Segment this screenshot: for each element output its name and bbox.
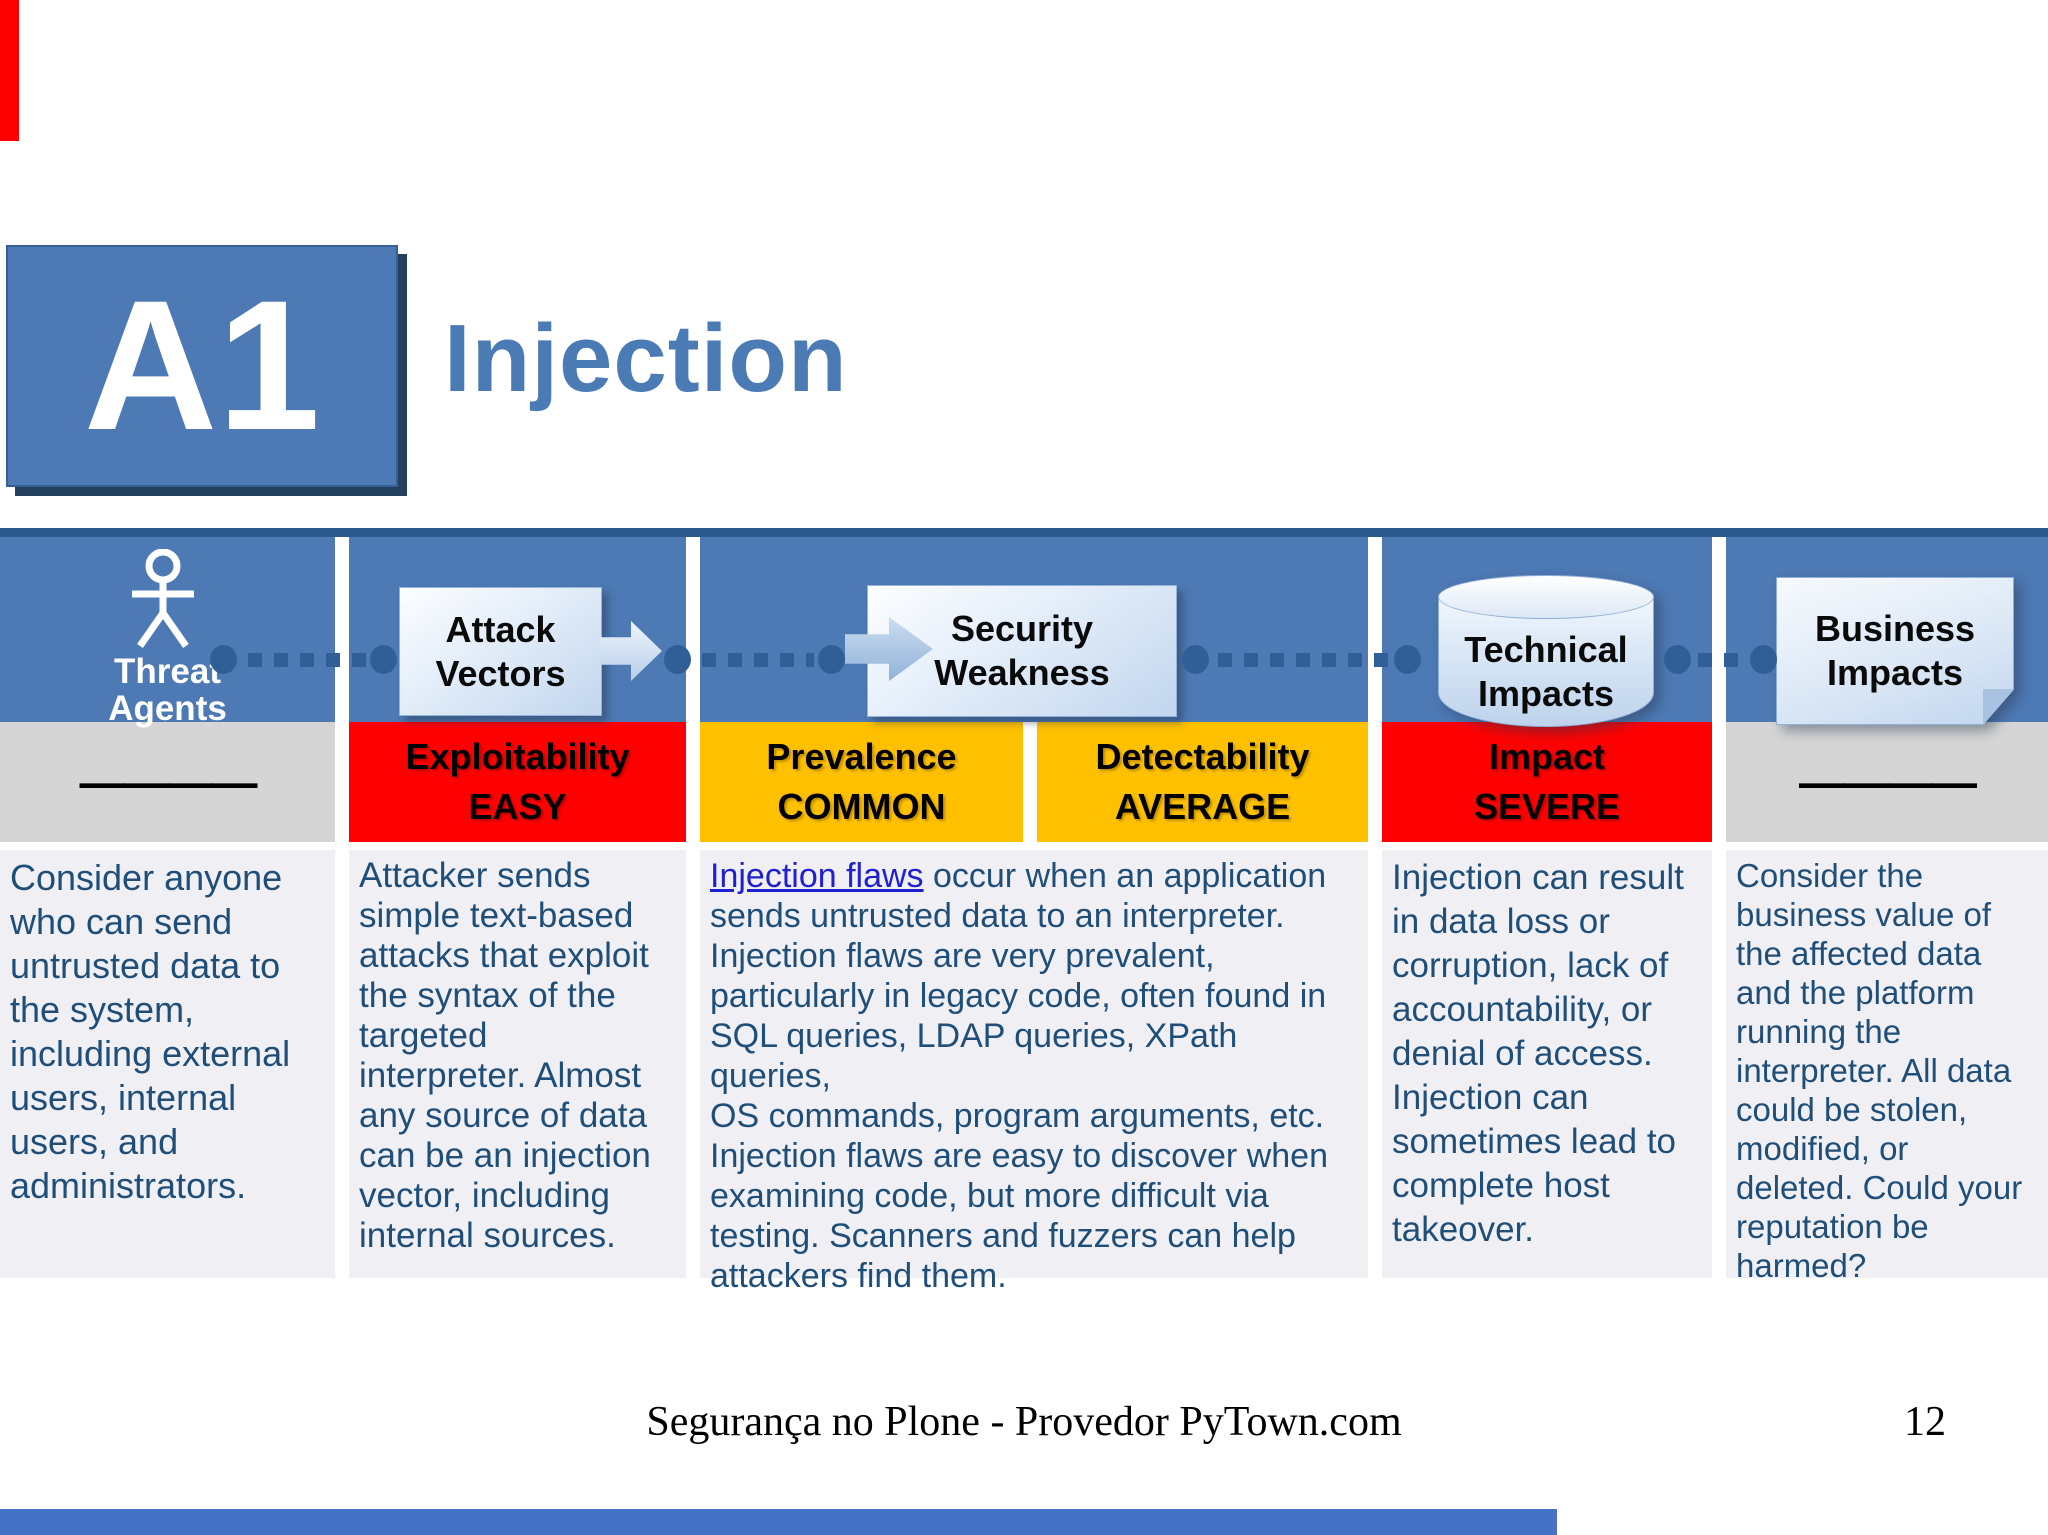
injection-flaws-link[interactable]: Injection flaws <box>710 857 924 895</box>
technical-impacts-label: Technical Impacts <box>1438 595 1654 727</box>
rating-divider <box>1023 722 1037 842</box>
business-impacts-header: Business Impacts <box>1726 537 2048 725</box>
attack-vectors-shape: Attack Vectors <box>399 587 602 716</box>
page-number: 12 <box>1904 1399 1946 1445</box>
security-weakness-description-text: occur when an application sends untruste… <box>710 857 1328 1295</box>
flow-arrow-right-icon <box>600 621 662 681</box>
rating-placeholder-dash: ———— <box>79 756 258 808</box>
connector-dot <box>370 645 397 674</box>
left-edge-red-bar <box>0 0 19 141</box>
prevalence-label: Prevalence <box>766 736 957 777</box>
threat-agents-rating-cell: ———— <box>0 722 335 842</box>
note-shape: Business Impacts <box>1776 577 2014 725</box>
threat-agents-header: Threat Agents <box>0 537 335 727</box>
column-threat-agents: Threat Agents ———— Consider anyone who c… <box>0 537 335 1280</box>
technical-impacts-description: Injection can result in data loss or cor… <box>1382 850 1712 1278</box>
prevalence-value: COMMON <box>777 786 946 827</box>
attack-vectors-header: Attack Vectors <box>349 537 686 722</box>
connector-dot <box>664 645 691 674</box>
impact-rating-cell: Impact SEVERE <box>1382 722 1712 842</box>
table-top-border <box>0 528 2048 537</box>
detectability-value: AVERAGE <box>1114 786 1291 827</box>
connector-dot <box>1394 645 1421 674</box>
bottom-edge-blue-bar <box>0 1509 1557 1535</box>
security-weakness-rating-row: Prevalence COMMON Detectability AVERAGE <box>700 722 1368 842</box>
risk-id-box: A1 <box>6 245 398 487</box>
connector-dot <box>1664 645 1691 674</box>
impact-label: Impact <box>1488 736 1606 777</box>
technical-impacts-header: Technical Impacts <box>1382 537 1712 727</box>
prevalence-rating-cell: Prevalence COMMON <box>700 722 1023 842</box>
column-security-weakness: Security Weakness Prevalence COMMON Dete… <box>700 537 1368 1295</box>
cylinder-top-ellipse <box>1438 575 1654 619</box>
risk-id-label: A1 <box>83 262 321 469</box>
detectability-label: Detectability <box>1095 736 1310 777</box>
connector-dashes <box>702 653 814 667</box>
connector-dot <box>210 645 237 674</box>
connector-dashes <box>248 653 366 667</box>
threat-agents-label: Threat Agents <box>108 652 227 728</box>
page-title: Injection <box>444 305 848 412</box>
exploitability-value: EASY <box>468 786 567 827</box>
connector-dot <box>1182 645 1209 674</box>
footer-text: Segurança no Plone - Provedor PyTown.com <box>646 1399 1402 1445</box>
rating-placeholder-dash: ———— <box>1799 756 1977 808</box>
detectability-rating-cell: Detectability AVERAGE <box>1037 722 1368 842</box>
security-weakness-description: Injection flaws occur when an applicatio… <box>700 850 1368 1295</box>
connector-dashes <box>1218 653 1390 667</box>
column-attack-vectors: Attack Vectors Exploitability EASY Attac… <box>349 537 686 1280</box>
business-impacts-rating-cell: ———— <box>1726 722 2048 842</box>
connector-dot <box>818 645 845 674</box>
exploitability-label: Exploitability <box>405 736 630 777</box>
risk-rating-table: Threat Agents ———— Consider anyone who c… <box>0 528 2048 1295</box>
connector-dashes <box>1698 653 1748 667</box>
threat-agent-actor-icon <box>120 548 206 658</box>
attack-vectors-label: Attack Vectors <box>435 608 566 694</box>
impact-value: SEVERE <box>1473 786 1621 827</box>
exploitability-rating-cell: Exploitability EASY <box>349 722 686 842</box>
connector-dot <box>1750 645 1777 674</box>
security-weakness-label: Security Weakness <box>934 608 1110 693</box>
database-cylinder-icon: Technical Impacts <box>1438 575 1654 727</box>
security-weakness-header: Security Weakness <box>700 537 1368 722</box>
threat-agents-description: Consider anyone who can send untrusted d… <box>0 850 335 1278</box>
attack-vectors-description: Attacker sends simple text-based attacks… <box>349 850 686 1278</box>
business-impacts-label: Business Impacts <box>1776 577 2014 725</box>
column-technical-impacts: Technical Impacts Impact SEVERE Injectio… <box>1382 537 1712 1280</box>
business-impacts-description: Consider the business value of the affec… <box>1726 850 2048 1284</box>
column-business-impacts: Business Impacts ———— Consider the busin… <box>1726 537 2048 1284</box>
